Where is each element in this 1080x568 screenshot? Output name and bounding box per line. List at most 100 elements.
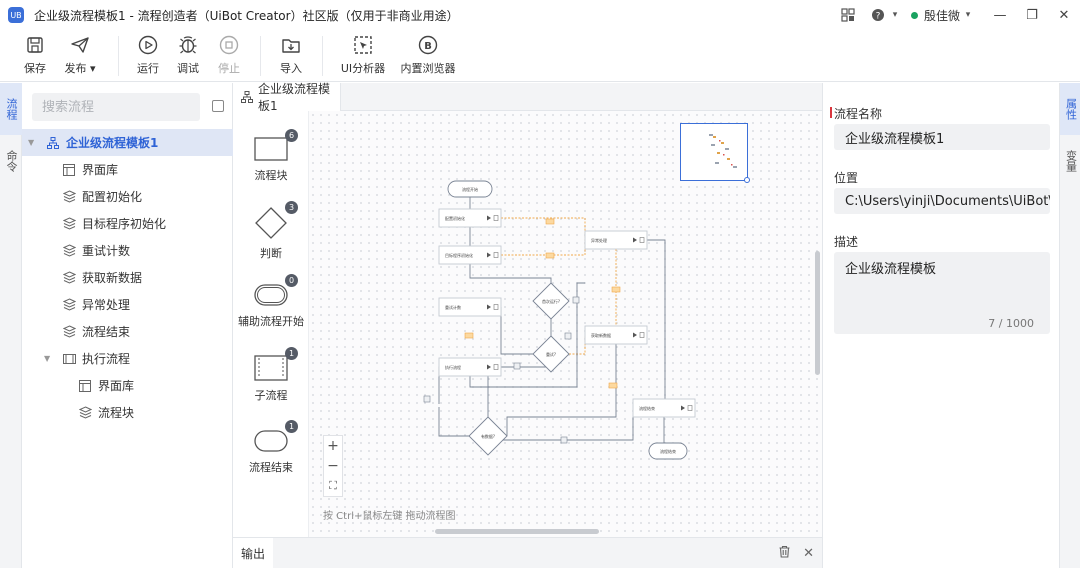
tree-item[interactable]: 配置初始化	[22, 183, 233, 210]
pill-shape-icon	[254, 284, 288, 306]
apps-icon[interactable]	[837, 4, 859, 26]
edge-label	[545, 252, 555, 259]
block-icon	[62, 244, 76, 258]
edge-label	[611, 286, 621, 293]
collapse-all-icon[interactable]	[212, 100, 224, 112]
debug-button[interactable]: 调试	[164, 34, 212, 76]
app-logo: UB	[8, 7, 24, 23]
tab-variables[interactable]: 变量	[1064, 150, 1078, 172]
left-side-tabs: 流程 命令	[0, 83, 22, 568]
fit-view-icon[interactable]: ⛶	[329, 479, 337, 492]
tab-output[interactable]: 输出	[233, 538, 273, 568]
palette-label: 子流程	[254, 389, 288, 402]
palette-item-decision[interactable]: 3 判断	[233, 201, 309, 261]
expand-caret-icon[interactable]: ▼	[44, 354, 51, 363]
flow-name-field[interactable]: 企业级流程模板1	[834, 124, 1050, 150]
palette-item-aux-start[interactable]: 0 辅助流程开始	[233, 274, 309, 329]
close-icon[interactable]: ✕	[803, 546, 814, 561]
search-input[interactable]	[32, 93, 200, 121]
count-badge: 1	[285, 347, 298, 360]
palette-item-end[interactable]: 1 流程结束	[233, 420, 309, 475]
browser-button[interactable]: B 内置浏览器	[400, 34, 456, 76]
zoom-controls: + − ⛶	[323, 435, 343, 497]
publish-button[interactable]: 发布 ▾	[56, 34, 104, 76]
tab-properties[interactable]: 属性	[1060, 83, 1080, 135]
send-icon	[69, 34, 91, 56]
run-icon	[487, 364, 491, 370]
tab-commands[interactable]: 命令	[5, 150, 18, 172]
zoom-in-button[interactable]: +	[327, 438, 339, 454]
flow-block	[584, 325, 648, 345]
flow-node-label: 流程结束	[639, 405, 655, 411]
ui-analyzer-button[interactable]: UI分析器	[335, 34, 391, 76]
close-button[interactable]: ✕	[1058, 7, 1070, 23]
block-icon	[78, 406, 92, 420]
user-menu-chevron-icon[interactable]: ▾	[965, 10, 971, 20]
tree-item[interactable]: 界面库	[22, 156, 233, 183]
svg-text:?: ?	[876, 12, 881, 22]
expand-caret-icon[interactable]: ▼	[28, 138, 35, 147]
zoom-out-button[interactable]: −	[327, 458, 339, 474]
help-icon[interactable]: ?	[867, 4, 889, 26]
flow-block	[438, 297, 502, 317]
tree-item-label: 流程结束	[82, 325, 131, 339]
tree-item[interactable]: ▼企业级流程模板1	[22, 129, 233, 156]
canvas-hint: 按 Ctrl+鼠标左键 拖动流程图	[323, 511, 456, 522]
save-icon	[24, 34, 46, 56]
publish-label: 发布 ▾	[64, 62, 96, 75]
user-name[interactable]: 殷佳微	[923, 8, 960, 23]
flow-terminal	[447, 180, 493, 198]
flow-node-label: 目标程序初始化	[445, 252, 473, 258]
run-icon	[487, 215, 491, 221]
flow-canvas[interactable]: 流程开始配置初始化目标程序初始化异常处理首次运行?重试计数重试?获取新数据执行流…	[309, 111, 822, 537]
flow-edge	[506, 344, 617, 436]
block-icon	[62, 217, 76, 231]
save-button[interactable]: 保存	[11, 34, 59, 76]
flow-node-label: 有数据?	[481, 433, 495, 439]
flow-node-label: 异常处理	[591, 237, 607, 243]
location-label: 位置	[834, 171, 859, 185]
import-label: 导入	[280, 62, 302, 75]
edge-label	[513, 362, 521, 370]
location-field[interactable]: C:\Users\yinji\Documents\UiBot\cr	[834, 188, 1050, 214]
flow-name-label: 流程名称	[829, 107, 883, 121]
tab-flow[interactable]: 流程	[0, 83, 22, 135]
flow-edge	[438, 407, 469, 437]
tree-item[interactable]: 异常处理	[22, 291, 233, 318]
tree-item-label: 界面库	[98, 379, 135, 393]
palette-item-subflow[interactable]: 1 子流程	[233, 347, 309, 403]
minimap[interactable]	[680, 123, 750, 183]
tree-item[interactable]: 界面库	[22, 372, 233, 399]
horizontal-scrollbar[interactable]	[435, 529, 599, 534]
output-actions: ✕	[778, 538, 814, 568]
minimize-button[interactable]: —	[993, 7, 1007, 23]
doc-icon	[639, 332, 645, 338]
chevron-down-icon[interactable]: ▾	[892, 10, 898, 20]
run-button[interactable]: 运行	[124, 34, 172, 76]
flow-edge	[469, 301, 578, 388]
block-icon	[62, 271, 76, 285]
document-tab-label: 企业级流程模板1	[258, 82, 331, 113]
description-field[interactable]: 企业级流程模板 7 / 1000	[834, 252, 1050, 334]
tree-item[interactable]: ▼执行流程	[22, 345, 233, 372]
block-icon	[62, 190, 76, 204]
vertical-scrollbar[interactable]	[815, 251, 820, 375]
palette-label: 流程结束	[249, 461, 293, 474]
tab-document[interactable]: 企业级流程模板1	[233, 82, 341, 113]
trash-icon[interactable]	[778, 545, 791, 562]
minimap-resize-handle[interactable]	[744, 177, 750, 183]
stop-button[interactable]: 停止	[205, 34, 253, 76]
subflow-icon	[62, 352, 76, 366]
tree-item[interactable]: 重试计数	[22, 237, 233, 264]
tree-item[interactable]: 流程结束	[22, 318, 233, 345]
tree-item[interactable]: 流程块	[22, 399, 233, 426]
stop-label: 停止	[218, 62, 240, 75]
import-button[interactable]: 导入	[267, 34, 315, 76]
palette-item-block[interactable]: 6 流程块	[233, 129, 309, 183]
restore-button[interactable]: ❐	[1026, 7, 1038, 23]
flowchart[interactable]: 流程开始配置初始化目标程序初始化异常处理首次运行?重试计数重试?获取新数据执行流…	[309, 111, 822, 537]
flow-block	[438, 245, 502, 265]
tree-item[interactable]: 获取新数据	[22, 264, 233, 291]
minimap-preview	[709, 134, 737, 168]
tree-item[interactable]: 目标程序初始化	[22, 210, 233, 237]
